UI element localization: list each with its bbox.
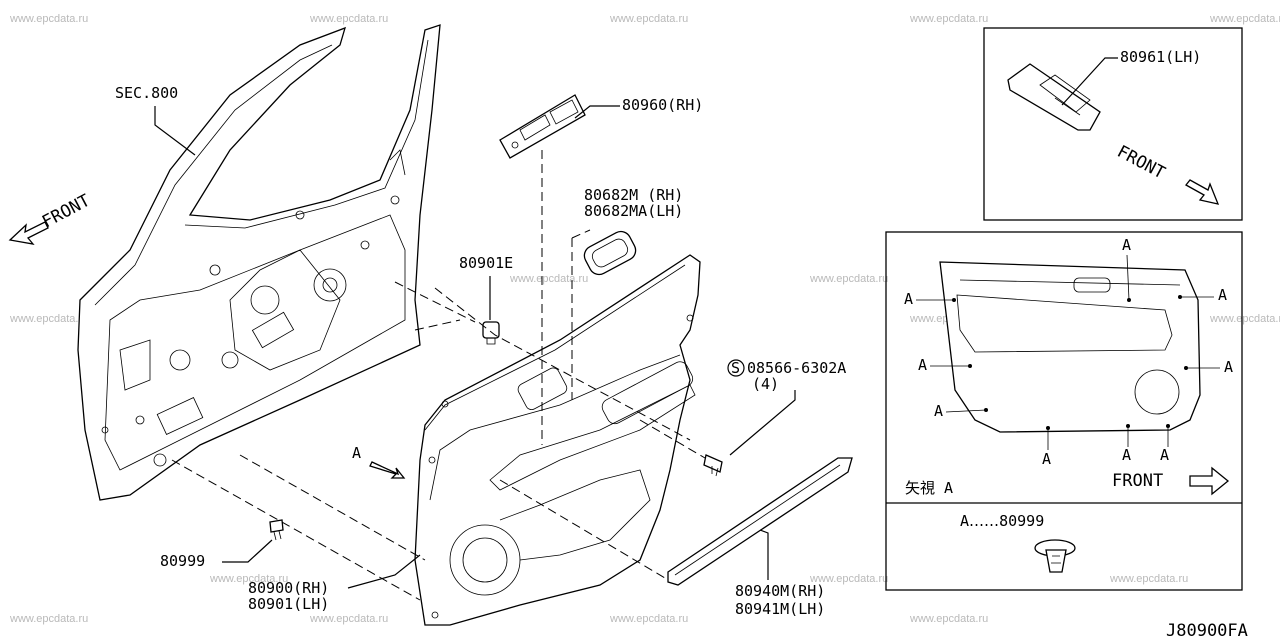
front-arrow-inset-view: FRONT: [1112, 466, 1230, 496]
legend-a-80999: A‥‥‥80999: [960, 512, 1044, 530]
front-arrow-main: FRONT: [8, 191, 94, 245]
watermark: www.epcdata.ru: [209, 573, 288, 585]
inset-view-a-box: [885, 231, 1243, 591]
watermark: www.epcdata.ru: [9, 613, 88, 625]
front-arrow-inset-top: FRONT: [1114, 142, 1220, 205]
letter-a: A: [918, 356, 927, 374]
label-screw-qty: (4): [752, 375, 779, 393]
view-a-caption: 矢視 A: [905, 479, 953, 497]
clip-80999-shell: [269, 519, 284, 541]
letter-a: A: [1160, 446, 1169, 464]
clip-80901e: [482, 321, 500, 345]
label-front-inset-top: FRONT: [1114, 142, 1169, 184]
watermark: www.epcdata.ru: [809, 573, 888, 585]
watermark: www.epcdata.ru: [809, 273, 888, 285]
power-window-switch: [499, 94, 586, 159]
letter-a: A: [1224, 358, 1233, 376]
watermark: www.epcdata.ru: [1109, 573, 1188, 585]
letter-a: A: [1042, 450, 1051, 468]
label-screw: 08566-6302A: [747, 359, 846, 377]
letter-a: A: [1122, 446, 1131, 464]
screw-symbol: S: [731, 359, 740, 377]
watermark: www.epcdata.ru: [309, 13, 388, 25]
view-a-letters: A A A A A A A A A: [904, 236, 1233, 468]
watermark: www.epcdata.ru: [609, 613, 688, 625]
label-80941m: 80941M(LH): [735, 600, 825, 618]
push-clip-icon: [1034, 539, 1076, 573]
door-shell: [77, 24, 441, 501]
label-80999: 80999: [160, 552, 205, 570]
inset-lh-switch-box: [983, 27, 1243, 221]
watermark: www.epcdata.ru: [1209, 13, 1280, 25]
label-80901: 80901(LH): [248, 595, 329, 613]
letter-a: A: [1218, 286, 1227, 304]
armrest-finisher: [667, 457, 853, 586]
diagram-id: J80900FA: [1166, 621, 1248, 640]
watermark: www.epcdata.ru: [9, 13, 88, 25]
label-80682m: 80682M (RH): [584, 186, 683, 204]
label-view-a-marker: A: [352, 444, 361, 462]
label-80900: 80900(RH): [248, 579, 329, 597]
watermark: www.epcdata.ru: [609, 13, 688, 25]
watermark: www.epcdata.ru: [909, 613, 988, 625]
watermark: www.epcdata.ru: [909, 13, 988, 25]
label-sec-800: SEC.800: [115, 84, 178, 102]
screw-08566: [703, 454, 723, 477]
label-front-inset-view: FRONT: [1112, 471, 1163, 491]
pull-handle-bezel: [583, 230, 637, 276]
label-80682ma: 80682MA(LH): [584, 202, 683, 220]
watermark: www.epcdata.ru: [309, 613, 388, 625]
door-trim-panel: [414, 254, 701, 626]
watermark: www.epcdata.ru: [9, 313, 88, 325]
letter-a: A: [934, 402, 943, 420]
watermark: www.epcdata.ru: [1209, 313, 1280, 325]
watermark: www.epcdata.ru: [509, 273, 588, 285]
letter-a: A: [1122, 236, 1131, 254]
letter-a: A: [904, 290, 913, 308]
label-80961: 80961(LH): [1120, 48, 1201, 66]
label-80940m: 80940M(RH): [735, 582, 825, 600]
trim-panel-view-a: [939, 261, 1201, 433]
lh-window-switch: [1007, 63, 1101, 131]
label-80960: 80960(RH): [622, 96, 703, 114]
label-80901e: 80901E: [459, 254, 513, 272]
